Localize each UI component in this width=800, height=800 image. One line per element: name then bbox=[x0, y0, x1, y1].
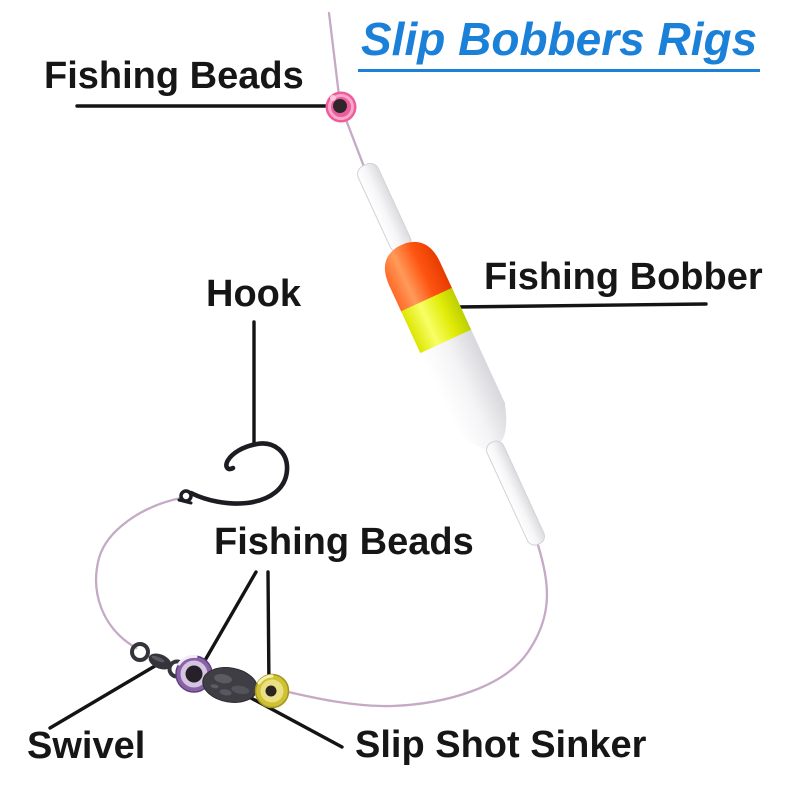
yellow-bead-hole bbox=[265, 685, 277, 697]
label-fishing-bobber: Fishing Bobber bbox=[484, 256, 763, 298]
circle-hook bbox=[177, 441, 290, 506]
bobber-white-body bbox=[420, 329, 506, 428]
leader-line-to-hook bbox=[95, 496, 183, 650]
callout-sinker bbox=[236, 689, 344, 749]
callout-beads-mid-right bbox=[266, 570, 271, 692]
purple-bead-hole bbox=[185, 665, 203, 683]
yellow-fishing-bead bbox=[254, 673, 290, 709]
bobber-body-taper bbox=[453, 402, 507, 449]
purple-fishing-bead bbox=[175, 654, 213, 693]
hook-knot bbox=[177, 498, 193, 505]
bobber-bottom-stem bbox=[486, 440, 545, 546]
callout-bobber bbox=[455, 302, 708, 309]
swivel-left-ring bbox=[130, 642, 150, 662]
label-swivel: Swivel bbox=[27, 725, 146, 767]
callout-swivel bbox=[48, 661, 162, 730]
pink-bead-hole bbox=[333, 99, 347, 113]
bobber-top-stem bbox=[357, 162, 412, 253]
hook-bend bbox=[188, 441, 290, 506]
label-hook: Hook bbox=[206, 273, 301, 315]
callout-lines bbox=[48, 104, 708, 749]
bobber-yellow-band bbox=[401, 287, 472, 354]
diagram-title: Slip Bobbers Rigs bbox=[358, 15, 761, 72]
slip-bobber-float bbox=[357, 162, 545, 546]
pink-fishing-bead bbox=[325, 91, 357, 123]
slip-shot-sinker-weight bbox=[202, 667, 258, 703]
label-fishing-beads-top: Fishing Beads bbox=[44, 55, 304, 97]
label-slip-shot-sinker: Slip Shot Sinker bbox=[355, 724, 647, 766]
bobber-orange-top bbox=[384, 241, 453, 314]
callout-beads-mid-left bbox=[198, 570, 258, 671]
line-below-bobber bbox=[178, 543, 549, 708]
label-fishing-beads-middle: Fishing Beads bbox=[214, 521, 474, 563]
